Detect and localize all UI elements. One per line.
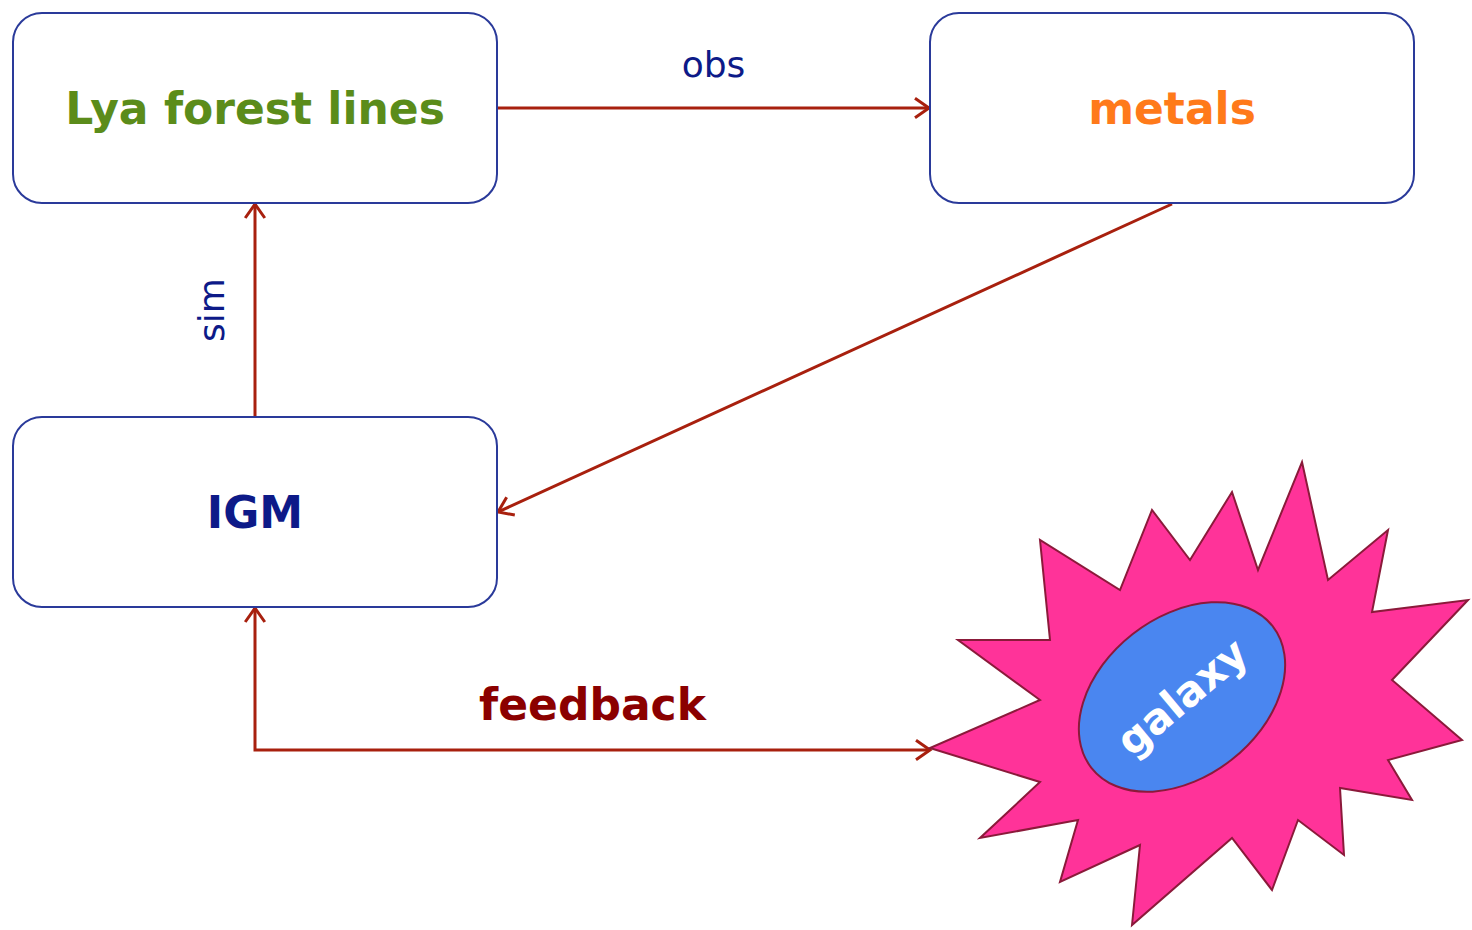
arrow-head — [498, 497, 515, 515]
connector-arrow — [245, 608, 930, 760]
edge-label: obs — [678, 44, 750, 85]
node-text: Lya forest lines — [65, 83, 445, 134]
edge-label: feedback — [475, 679, 710, 730]
connector-arrow — [498, 98, 929, 118]
arrow-head — [915, 98, 929, 118]
node-text: metals — [1088, 83, 1256, 134]
connector-line — [498, 204, 1172, 512]
node-text: IGM — [207, 487, 303, 538]
process-box: metals — [929, 12, 1415, 204]
arrow-head — [245, 204, 265, 218]
arrow-head — [245, 608, 265, 622]
connector-line — [255, 608, 930, 750]
galaxy-burst: galaxy — [928, 458, 1472, 930]
connector-arrow — [498, 204, 1172, 515]
edge-label: sim — [191, 274, 232, 346]
process-box: Lya forest lines — [12, 12, 498, 204]
connector-line — [498, 107, 929, 110]
connector-arrow — [245, 204, 265, 416]
arrow-head — [916, 740, 930, 760]
process-box: IGM — [12, 416, 498, 608]
connector-line — [254, 204, 257, 416]
